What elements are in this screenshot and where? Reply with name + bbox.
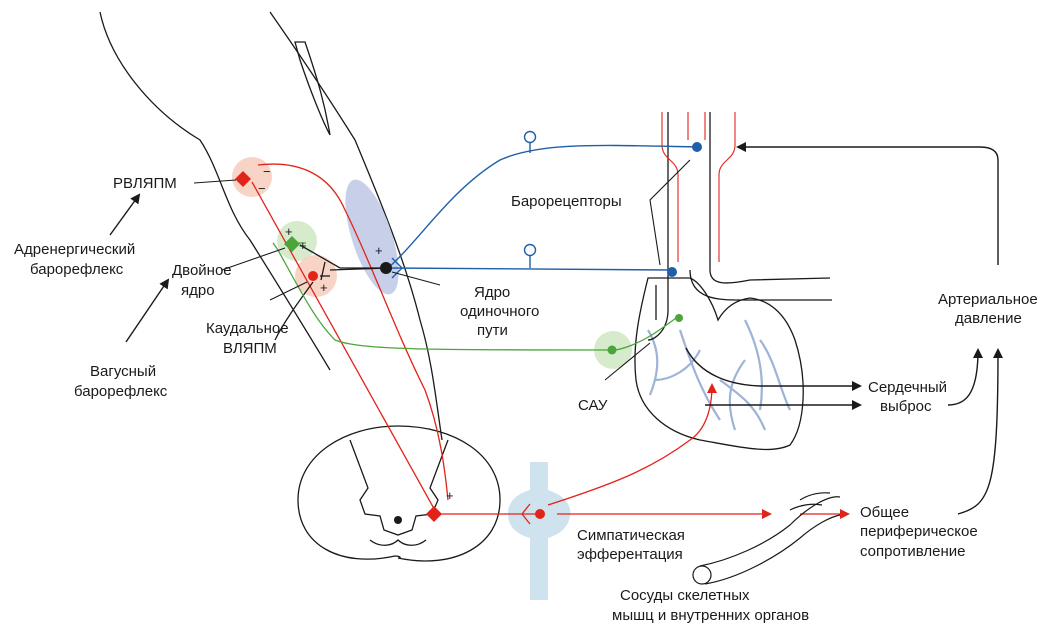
label-rvlapm: РВЛЯПМ — [113, 175, 177, 192]
sign-plus-nts: + — [375, 243, 383, 258]
label-resistance-2: периферическое — [860, 523, 978, 540]
caudal-neuron — [308, 271, 318, 281]
nts-neuron — [380, 262, 392, 274]
vessel-lumen — [693, 566, 711, 584]
label-baroreceptors: Барорецепторы — [511, 193, 622, 210]
carotid-baroreceptor — [692, 142, 702, 152]
label-cardiac-output-1: Сердечный — [868, 379, 947, 396]
label-nts-3: пути — [477, 322, 508, 339]
sign-minus-rvlapm: − — [263, 164, 271, 179]
label-nts-1: Ядро — [474, 284, 510, 301]
sign-plus-double-1: + — [285, 224, 293, 239]
label-caudal-1: Каудальное — [206, 320, 289, 337]
sign-minus-rvlapm-2: − — [258, 181, 266, 196]
nts-zone — [334, 174, 409, 300]
spinal-preganglionic-neuron — [426, 506, 442, 522]
label-sympathetic-2: эфферентация — [577, 546, 683, 563]
spinal-central-canal — [394, 516, 402, 524]
sign-plus-caudal: + — [320, 280, 328, 295]
sign-plus-spinal: + — [446, 488, 454, 503]
sa-node-ending — [675, 314, 683, 322]
skeletal-vessel — [700, 493, 840, 584]
label-vessels-2: мышц и внутренних органов — [612, 607, 809, 624]
label-resistance-1: Общее — [860, 504, 909, 521]
heart — [635, 278, 803, 449]
label-adrenergic-2: барорефлекс — [30, 261, 124, 278]
label-arterial-pressure-2: давление — [955, 310, 1022, 327]
label-sau: САУ — [578, 397, 608, 414]
baroreceptor-ending-mid — [525, 245, 536, 256]
label-arterial-pressure-1: Артериальное — [938, 291, 1038, 308]
sympathetic-ganglion — [508, 462, 570, 600]
label-double-nucleus-2: ядро — [181, 282, 215, 299]
sign-plus-double-2: + — [299, 238, 307, 253]
label-nts-2: одиночного — [460, 303, 539, 320]
label-adrenergic-1: Адренергический — [14, 241, 135, 258]
baroreceptor-ending-top — [525, 132, 536, 143]
label-double-nucleus-1: Двойное — [172, 262, 232, 279]
label-vagal-2: барорефлекс — [74, 383, 168, 400]
label-cardiac-output-2: выброс — [880, 398, 932, 415]
label-vessels-1: Сосуды скелетных — [620, 587, 750, 604]
vessels-red-lining — [662, 112, 735, 262]
aortic-baroreceptor — [667, 267, 677, 277]
label-caudal-2: ВЛЯПМ — [223, 340, 277, 357]
label-vagal-1: Вагусный — [90, 363, 156, 380]
ganglion-neuron — [535, 509, 545, 519]
label-sympathetic-1: Симпатическая — [577, 527, 685, 544]
label-resistance-3: сопротивление — [860, 543, 965, 560]
sau-neuron — [608, 346, 617, 355]
